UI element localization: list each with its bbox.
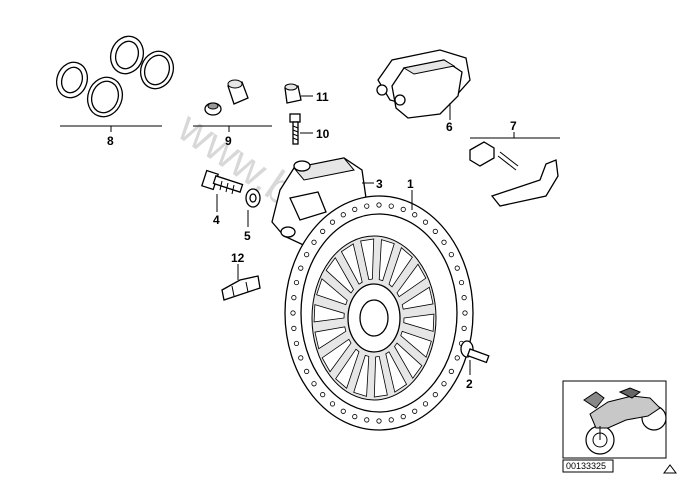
disc-spoke bbox=[394, 342, 423, 380]
disc-hole bbox=[388, 417, 394, 423]
disc-hole bbox=[441, 239, 447, 245]
disc-spoke bbox=[325, 256, 354, 294]
brake-pads[interactable] bbox=[376, 49, 471, 119]
disc-spoke bbox=[316, 278, 348, 306]
disc-hole bbox=[311, 381, 317, 387]
disc-spoke bbox=[335, 348, 360, 389]
disc-spoke bbox=[388, 247, 413, 288]
disc-spoke bbox=[313, 304, 345, 323]
motorcycle-icon bbox=[583, 387, 667, 455]
disc-hole bbox=[320, 228, 326, 234]
disc-spoke bbox=[403, 313, 435, 332]
disc-hole bbox=[461, 325, 467, 331]
disc-hole bbox=[441, 381, 447, 387]
disc-spoke bbox=[360, 238, 375, 281]
disc-hole bbox=[329, 401, 336, 407]
cap[interactable] bbox=[284, 83, 302, 104]
disc-spoke bbox=[373, 355, 388, 398]
disc-bolt[interactable] bbox=[460, 340, 490, 364]
seal-rings[interactable] bbox=[52, 32, 179, 122]
disc-spoke bbox=[400, 330, 432, 358]
disc-hole bbox=[400, 206, 406, 212]
pad-spring-kit[interactable] bbox=[469, 141, 559, 207]
disc-hole bbox=[448, 252, 454, 258]
thumbnail-box[interactable] bbox=[562, 380, 667, 459]
disc-hole bbox=[400, 414, 406, 420]
disc-hole bbox=[422, 219, 429, 225]
disc-spoke bbox=[340, 243, 363, 285]
disc-hole bbox=[290, 310, 296, 316]
disc-hole bbox=[329, 219, 336, 225]
disc-hole bbox=[461, 295, 467, 301]
disc-hole bbox=[412, 212, 418, 218]
disc-spoke bbox=[401, 286, 434, 310]
disc-hole bbox=[298, 355, 304, 361]
disc-hole bbox=[364, 417, 370, 423]
disc-hole bbox=[448, 368, 454, 374]
disc-spoke bbox=[396, 263, 427, 298]
caliper-bolt[interactable] bbox=[201, 169, 244, 195]
callout-7[interactable]: 7 bbox=[510, 119, 517, 133]
disc-hole bbox=[432, 392, 438, 398]
disc-hole bbox=[291, 295, 297, 301]
callout-11[interactable]: 11 bbox=[316, 90, 329, 104]
disc-hole bbox=[454, 355, 460, 361]
disc-hole bbox=[376, 418, 382, 424]
disc-hole bbox=[432, 228, 438, 234]
disc-hole bbox=[340, 408, 346, 414]
disc-spoke bbox=[385, 351, 408, 393]
disc-hole bbox=[340, 212, 346, 218]
disc-hole bbox=[304, 368, 310, 374]
disc-hole bbox=[293, 340, 300, 347]
bushes[interactable] bbox=[204, 79, 249, 116]
disc-hole bbox=[352, 206, 358, 212]
callout-3[interactable]: 3 bbox=[376, 177, 383, 191]
triangle-icon bbox=[663, 464, 677, 474]
disc-spoke bbox=[321, 338, 352, 373]
callout-12[interactable]: 12 bbox=[231, 251, 245, 265]
disc-hole bbox=[376, 202, 382, 208]
disc-hole bbox=[320, 392, 326, 398]
washer[interactable] bbox=[245, 188, 261, 208]
callout-1[interactable]: 1 bbox=[407, 177, 414, 191]
disc-hole bbox=[412, 408, 418, 414]
callout-8[interactable]: 8 bbox=[107, 134, 114, 148]
disc-hole bbox=[352, 414, 358, 420]
disc-hole bbox=[298, 265, 304, 271]
disc-spoke bbox=[353, 354, 370, 397]
disc-hole bbox=[311, 239, 317, 245]
callout-6[interactable]: 6 bbox=[446, 120, 453, 134]
disc-hole bbox=[458, 279, 465, 286]
callout-2[interactable]: 2 bbox=[466, 377, 473, 391]
callout-10[interactable]: 10 bbox=[316, 127, 330, 141]
callout-4[interactable]: 4 bbox=[213, 213, 220, 227]
disc-hole bbox=[304, 252, 310, 258]
disc-hole bbox=[454, 265, 460, 271]
disc-hole bbox=[364, 203, 370, 209]
bleeder-screw[interactable] bbox=[289, 113, 301, 145]
callout-9[interactable]: 9 bbox=[225, 134, 232, 148]
disc-hole bbox=[293, 279, 300, 286]
disc-hole bbox=[422, 401, 429, 407]
disc-spoke bbox=[378, 239, 395, 282]
diagram-code: 00133325 bbox=[566, 461, 606, 471]
disc-hole bbox=[462, 310, 468, 316]
retaining-clip[interactable] bbox=[221, 275, 261, 301]
disc-hole bbox=[291, 325, 297, 331]
callout-5[interactable]: 5 bbox=[244, 229, 251, 243]
disc-spoke bbox=[314, 326, 347, 350]
brake-disc[interactable] bbox=[284, 195, 474, 431]
disc-hole bbox=[388, 203, 394, 209]
